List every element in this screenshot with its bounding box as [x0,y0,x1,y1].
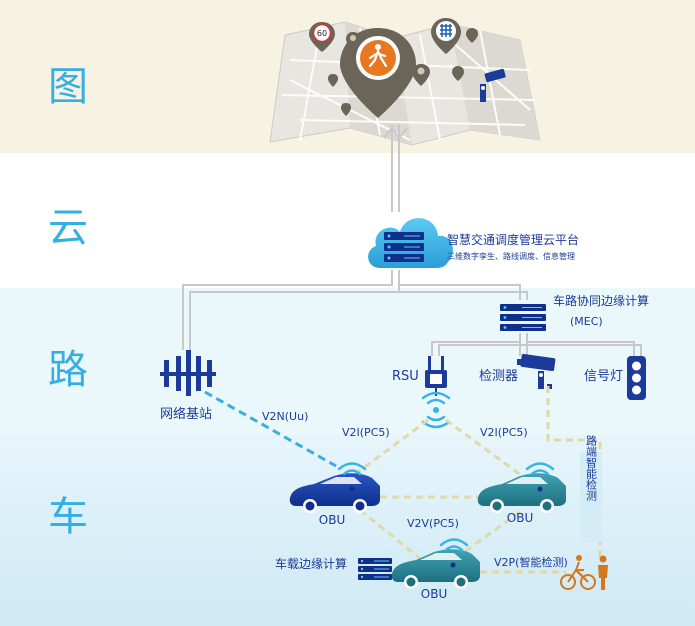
cloud-road-lines [182,270,528,350]
rsu-label: RSU [392,369,419,384]
pc5-links [349,386,602,574]
car-left-icon [289,473,380,513]
v2n-label: V2N(Uu) [262,410,308,423]
detector-label: 检测器 [479,369,518,384]
base-station-label: 网络基站 [160,406,212,422]
cloud-platform-subtitle: 三维数字孪生、路线调度、信息管理 [447,251,575,261]
cyclist-icon [560,555,596,590]
base-station-icon [160,350,216,396]
car-bottom-signal-icon [439,538,469,552]
car-left-signal-icon [337,462,367,476]
mec-device-lines [431,333,642,356]
v2v-label: V2V(PC5) [407,517,459,530]
car-bottom-icon [391,549,480,589]
pedestrian-icon [598,555,608,590]
road-band [0,288,695,435]
layer-label-vehicle: 车 [48,494,88,540]
pedestrian-pin-icon [340,28,416,118]
signal-label: 信号灯 [584,369,623,384]
road-detection-label: 路端智能检测 [585,435,598,502]
vehicle-band [0,435,695,626]
water-pin-icon [431,18,461,54]
road-detection-bg [580,452,602,542]
folded-map-icon: 60 [269,18,541,146]
v2i-left-label: V2I(PC5) [342,426,390,439]
signal-light-icon [627,356,646,400]
obu-left-label: OBU [319,513,345,527]
obu-right-label: OBU [507,511,533,525]
vehicle-edge-label: 车载边缘计算 [275,556,347,571]
v2i-right-label: V2I(PC5) [480,426,528,439]
cloud-server-icon [368,218,453,268]
obu-bottom-label: OBU [421,587,447,601]
vehicle-edge-server-icon [358,558,392,580]
speed-limit-value: 60 [317,29,327,38]
mec-subtitle: (MEC) [570,315,603,328]
layer-label-map: 图 [48,64,88,110]
car-right-signal-icon [525,462,555,476]
map-camera-icon [480,68,506,102]
small-map-pins [328,28,478,116]
v2p-label: V2P(智能检测) [494,555,568,569]
layer-label-road: 路 [48,347,88,393]
mec-title: 车路协同边缘计算 [553,293,649,308]
car-right-icon [477,473,566,513]
layer-label-cloud: 云 [48,205,88,251]
cloud-platform-title: 智慧交通调度管理云平台 [447,232,579,247]
speed-limit-pin-icon: 60 [309,22,335,52]
cloud-band [0,153,695,288]
mec-server-icon [500,304,546,331]
